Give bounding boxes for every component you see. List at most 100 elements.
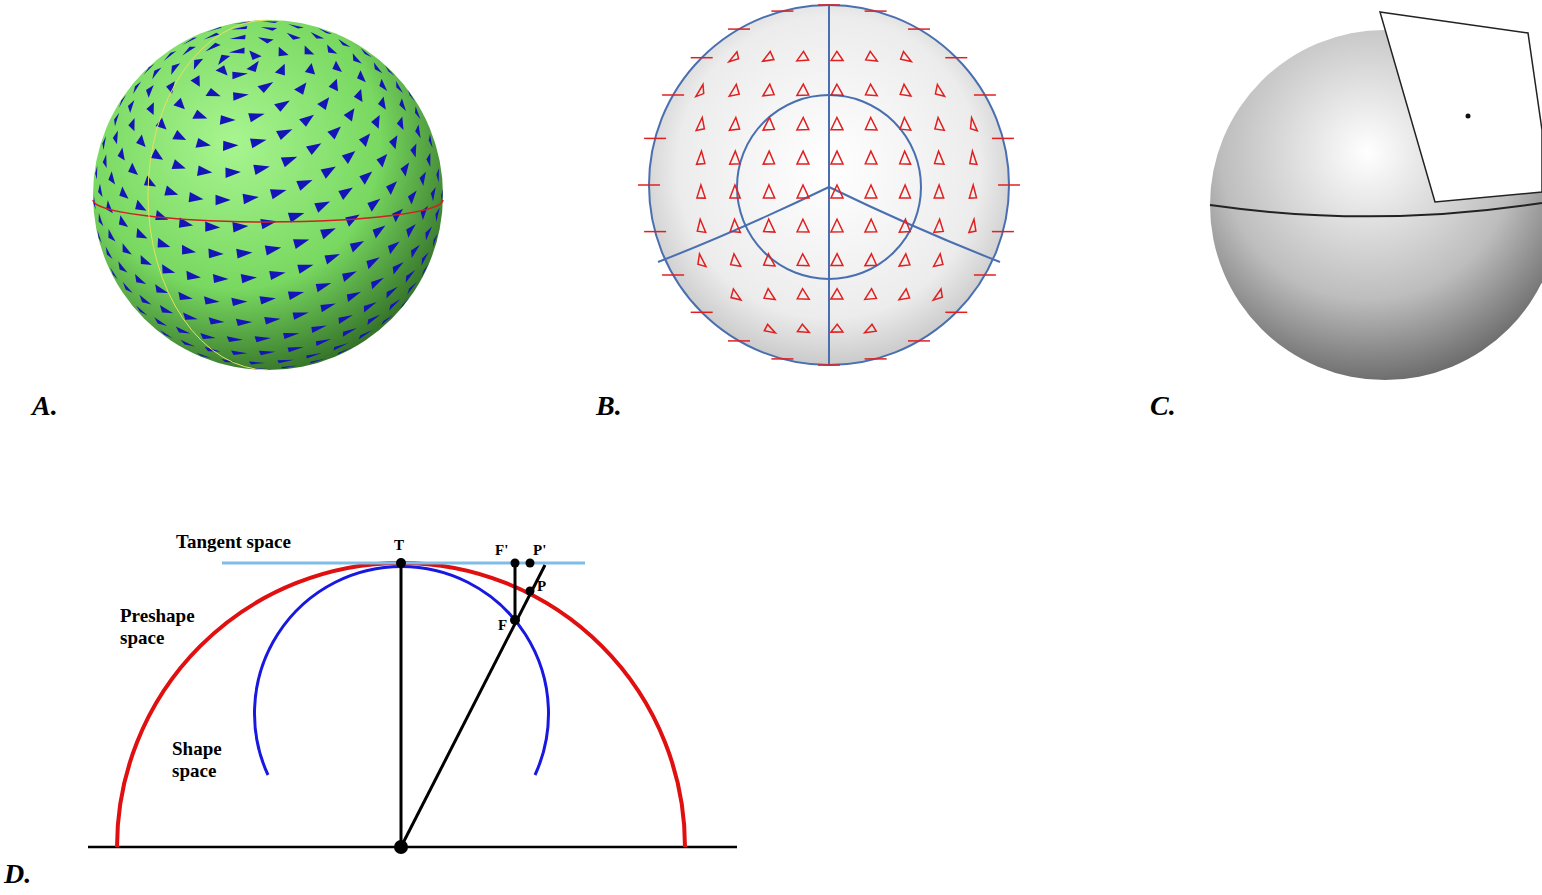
- triangle-glyph: [343, 328, 357, 337]
- triangle-glyph: [831, 219, 843, 232]
- triangle-glyph: [420, 172, 426, 186]
- triangle-glyph: [406, 224, 416, 238]
- triangle-glyph: [357, 70, 366, 82]
- triangle-glyph: [415, 125, 420, 139]
- triangle-glyph: [697, 219, 705, 232]
- triangle-glyph: [192, 110, 207, 119]
- triangle-glyph: [197, 353, 212, 359]
- triangle-glyph: [158, 238, 171, 248]
- triangle-glyph: [140, 295, 152, 305]
- triangle-glyph: [260, 296, 276, 304]
- triangle-glyph: [797, 289, 809, 300]
- triangle-glyph: [797, 254, 809, 266]
- rim-glyph: [908, 28, 930, 30]
- triangle-glyph: [114, 113, 119, 127]
- triangle-glyph: [729, 84, 739, 96]
- triangle-glyph: [374, 62, 383, 73]
- triangle-glyph: [935, 118, 944, 131]
- triangle-glyph: [320, 303, 335, 312]
- triangle-glyph: [223, 141, 239, 151]
- triangle-glyph: [311, 325, 327, 333]
- rim-glyph: [644, 138, 666, 140]
- triangle-glyph: [338, 188, 353, 200]
- triangle-glyph: [426, 153, 430, 167]
- triangle-glyph: [113, 131, 118, 145]
- triangle-glyph: [108, 171, 115, 184]
- preshape-arc: [117, 563, 685, 847]
- panel-label: B.: [596, 390, 622, 422]
- point-label: P: [537, 578, 546, 595]
- triangle-glyph: [397, 117, 404, 131]
- triangle-glyph: [197, 166, 212, 176]
- tangent-plane: [1380, 12, 1542, 202]
- triangle-glyph: [730, 185, 740, 198]
- rim-glyph: [945, 57, 967, 59]
- rim-glyph: [974, 274, 996, 276]
- tangent-point: [1466, 114, 1471, 119]
- triangle-glyph: [730, 151, 740, 164]
- triangle-glyph: [176, 327, 191, 334]
- triangle-glyph: [230, 35, 246, 39]
- point-label: T: [394, 537, 404, 554]
- triangle-glyph: [900, 151, 911, 164]
- triangle-glyph: [407, 282, 417, 295]
- rim-glyph: [908, 340, 930, 342]
- panel-label: A.: [32, 390, 58, 422]
- triangle-glyph: [388, 241, 400, 254]
- triangle-glyph: [270, 189, 287, 199]
- triangle-glyph: [182, 47, 196, 56]
- triangle-glyph: [146, 85, 154, 98]
- rim-glyph: [662, 94, 684, 96]
- space-label: Preshape space: [120, 605, 220, 649]
- triangle-glyph: [128, 100, 134, 113]
- triangle-glyph: [183, 313, 198, 320]
- triangle-glyph: [831, 51, 843, 60]
- triangle-glyph: [389, 135, 397, 149]
- point-label: P': [533, 542, 546, 559]
- triangle-glyph: [204, 296, 220, 304]
- triangle-glyph: [276, 129, 292, 140]
- triangle-glyph: [900, 185, 911, 198]
- triangle-glyph: [389, 299, 400, 311]
- triangle-glyph: [329, 79, 338, 92]
- triangle-glyph: [106, 246, 113, 259]
- triangle-glyph: [396, 81, 403, 93]
- triangle-glyph: [264, 317, 280, 324]
- points: [394, 558, 535, 854]
- triangle-glyph: [935, 151, 945, 164]
- triangle-glyph: [865, 324, 877, 332]
- triangle-glyph: [865, 219, 877, 232]
- triangle-glyph: [118, 261, 127, 272]
- triangle-glyph: [327, 127, 341, 140]
- triangle-glyph: [306, 353, 321, 359]
- triangle-glyph: [95, 166, 97, 180]
- panel-label: D.: [4, 858, 31, 890]
- rim-glyph: [728, 28, 750, 30]
- triangle-glyph: [306, 143, 321, 155]
- triangle-glyph: [305, 45, 315, 54]
- triangle-glyph: [274, 100, 290, 111]
- triangle-glyph: [216, 65, 228, 75]
- triangle-glyph: [288, 347, 304, 352]
- triangle-glyph: [371, 278, 384, 290]
- triangle-glyph: [260, 219, 277, 229]
- triangle-glyph: [164, 51, 177, 61]
- triangle-glyph: [971, 118, 978, 131]
- rim-glyph: [818, 364, 840, 366]
- rim-glyph: [644, 231, 666, 233]
- triangle-glyph: [797, 185, 809, 198]
- triangle-glyph: [231, 350, 247, 355]
- triangle-glyph: [729, 118, 739, 131]
- triangle-glyph: [350, 241, 364, 253]
- triangle-glyph: [233, 92, 249, 101]
- triangle-glyph: [172, 159, 186, 169]
- triangle-glyph: [371, 115, 380, 129]
- triangle-glyph: [208, 248, 223, 258]
- triangle-glyph: [229, 48, 245, 54]
- triangle-glyph: [287, 33, 301, 40]
- equator-line: [1210, 200, 1542, 216]
- triangle-glyph: [316, 339, 331, 346]
- triangle-glyph: [359, 134, 370, 148]
- triangle-glyph: [763, 151, 774, 164]
- triangle-glyph: [831, 151, 843, 164]
